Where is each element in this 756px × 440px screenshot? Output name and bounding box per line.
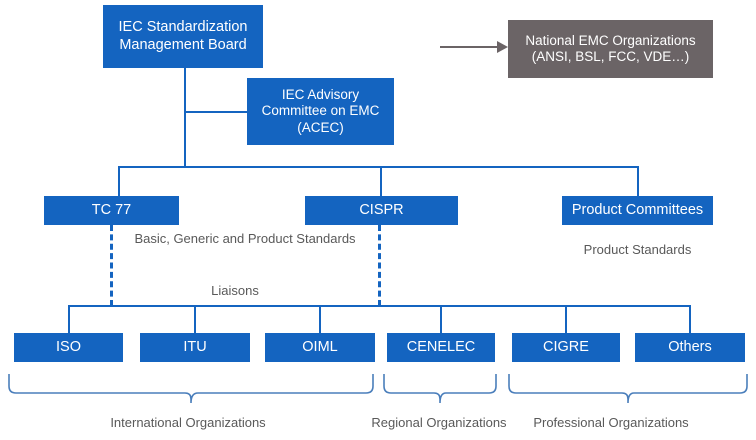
node-cispr[interactable]: CISPR [305,196,458,225]
caption-basic-generic-product-standards: Basic, Generic and Product Standards [134,231,356,246]
node-itu[interactable]: ITU [140,333,250,362]
caption-product-standards: Product Standards [583,242,692,257]
caption-professional-organizations: Professional Organizations [533,415,689,430]
connector-bus-to-cenelec [440,305,442,333]
node-national-emc-organizations[interactable]: National EMC Organizations (ANSI, BSL, F… [508,20,713,78]
node-tc-77[interactable]: TC 77 [44,196,179,225]
connector-main-bus [118,166,639,168]
connector-bus-to-cispr [380,166,382,197]
brace-international-organizations [8,372,374,404]
node-cigre[interactable]: CIGRE [512,333,620,362]
node-iec-advisory-committee-acec[interactable]: IEC Advisory Committee on EMC (ACEC) [247,78,394,145]
connector-bus-to-tc77 [118,166,120,197]
connector-bus-to-cigre [565,305,567,333]
arrow-shaft-to-national-emc [440,46,498,48]
connector-bus-to-others [689,305,691,333]
connector-bottom-bus [68,305,691,307]
node-cenelec[interactable]: CENELEC [387,333,495,362]
node-iec-standardization-management-board[interactable]: IEC Standardization Management Board [103,5,263,68]
caption-liaisons: Liaisons [211,283,259,298]
node-iso[interactable]: ISO [14,333,123,362]
connector-bus-to-iso [68,305,70,333]
connector-bus-to-oiml [319,305,321,333]
brace-regional-organizations [383,372,497,404]
caption-regional-organizations: Regional Organizations [371,415,507,430]
connector-smb-down [184,68,186,168]
arrow-head-to-national-emc [497,41,508,53]
connector-smb-to-acec [184,111,248,113]
node-product-committees[interactable]: Product Committees [562,196,713,225]
dashed-line-cispr-liaison [378,225,381,306]
brace-professional-organizations [508,372,748,404]
node-oiml[interactable]: OIML [265,333,375,362]
connector-bus-to-product-committees [637,166,639,197]
node-others[interactable]: Others [635,333,745,362]
connector-bus-to-itu [194,305,196,333]
caption-international-organizations: International Organizations [110,415,266,430]
dashed-line-tc77-liaison [110,225,113,306]
